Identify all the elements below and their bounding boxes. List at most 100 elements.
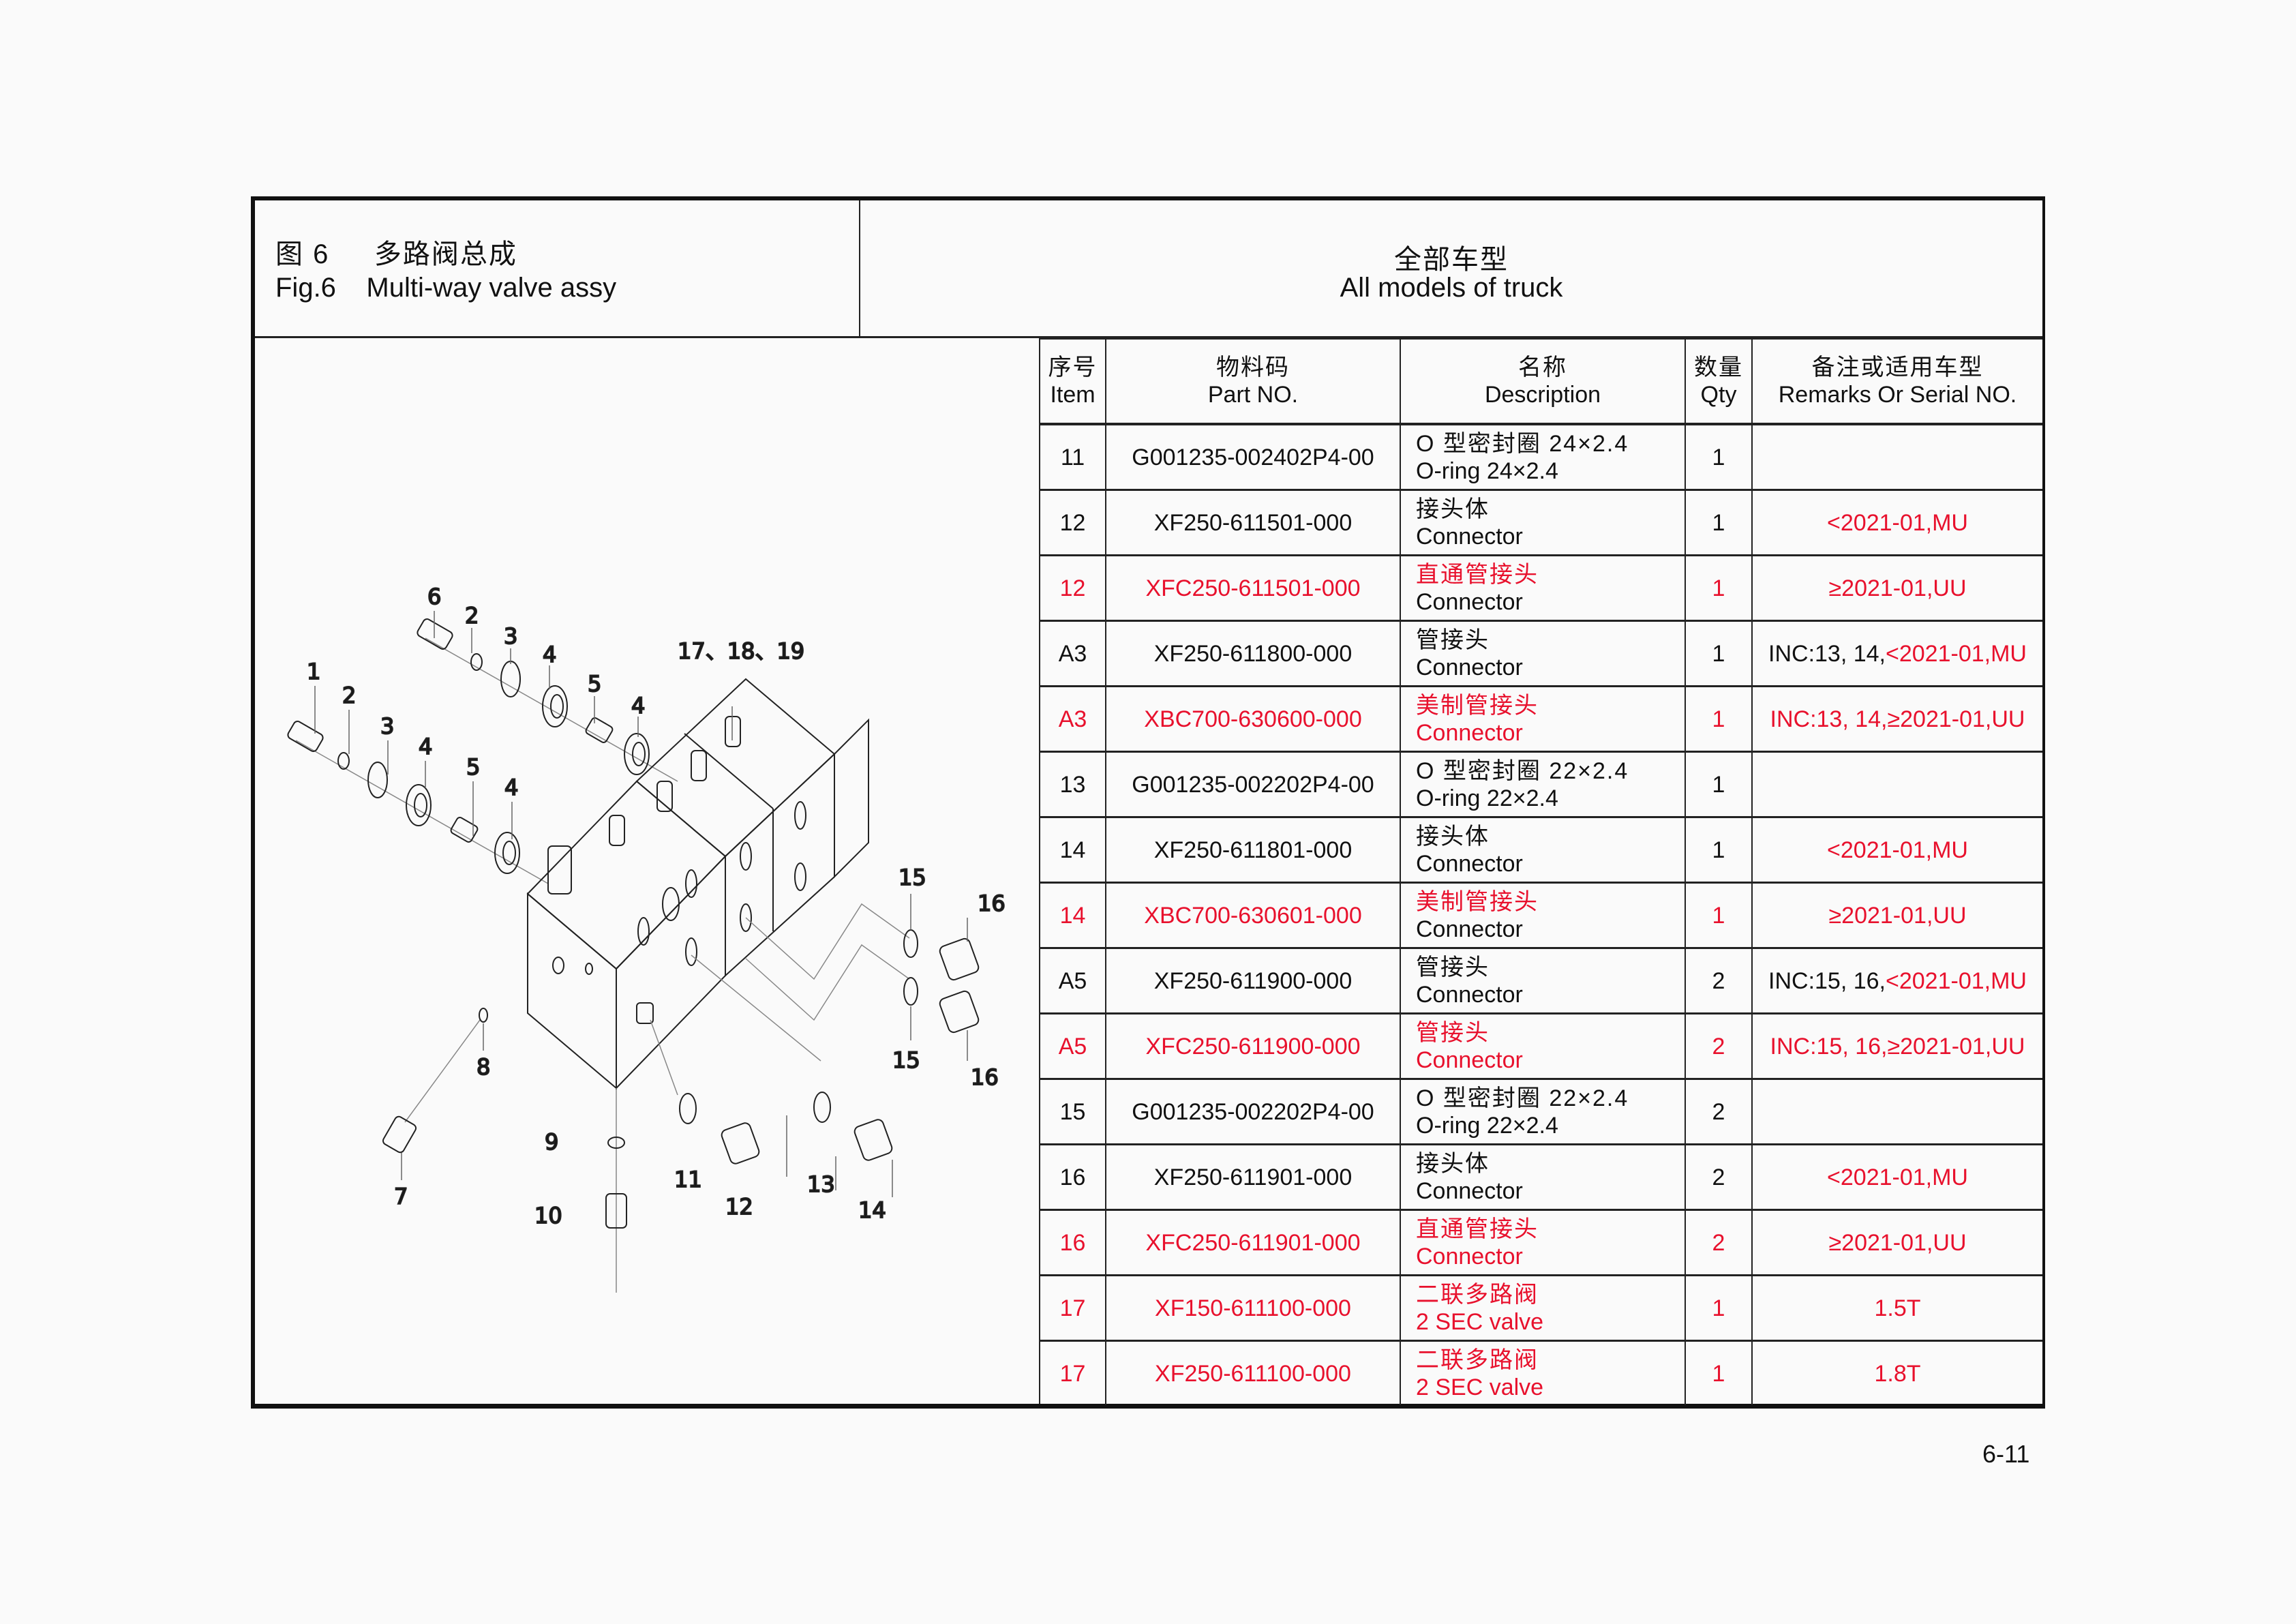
svg-text:2: 2	[465, 603, 479, 629]
svg-text:1: 1	[307, 659, 320, 685]
cell-part-no: XFC250-611501-000	[1105, 554, 1401, 622]
cell-item: A3	[1040, 620, 1106, 687]
cell-item: 14	[1040, 816, 1106, 884]
cell-item: 12	[1040, 489, 1106, 556]
cell-item: 14	[1040, 882, 1106, 949]
cell-qty: 2	[1685, 1209, 1753, 1276]
figure-title-block: 图 6 多路阀总成 Fig.6 Multi-way valve assy	[255, 200, 860, 338]
cell-part-no: XFC250-611900-000	[1105, 1012, 1401, 1080]
cell-part-no: XF250-611100-000	[1105, 1340, 1401, 1405]
callout-labels: 1 2 3 4 5 4 6 2 3 4 5 4 17、18、19 7 8 9 1…	[306, 583, 1006, 1229]
cell-part-no: G001235-002402P4-00	[1105, 423, 1401, 491]
remarks-red: 1.5T	[1874, 1295, 1921, 1321]
cell-remarks: INC:13, 14,≥2021-01,UU	[1751, 685, 2042, 753]
description-cn: 二联多路阀	[1416, 1281, 1539, 1308]
cell-item: A5	[1040, 947, 1106, 1014]
description-en: O-ring 24×2.4	[1416, 457, 1558, 484]
description-en: Connector	[1416, 523, 1523, 550]
lower-bolt-stack	[287, 721, 549, 884]
cell-item: A5	[1040, 1012, 1106, 1080]
remarks-red: ≥2021-01,UU	[1828, 902, 1967, 929]
description-en: Connector	[1416, 654, 1523, 680]
parts-page-frame: 图 6 多路阀总成 Fig.6 Multi-way valve assy 全部车…	[251, 196, 2045, 1409]
description-cn: 接头体	[1416, 823, 1490, 849]
description-cn: 二联多路阀	[1416, 1347, 1539, 1373]
remarks-red: <2021-01,MU	[1886, 967, 2027, 994]
svg-text:5: 5	[466, 754, 480, 780]
leader-lines	[314, 611, 968, 1197]
cell-qty: 1	[1685, 554, 1753, 622]
cell-remarks: <2021-01,MU	[1751, 1143, 2042, 1211]
cell-qty: 1	[1685, 489, 1753, 556]
cell-item: 11	[1040, 423, 1106, 491]
cell-remarks: 1.8T	[1751, 1340, 2042, 1405]
svg-text:5: 5	[588, 671, 601, 697]
remarks-red: <2021-01,MU	[1827, 1164, 1968, 1190]
svg-text:3: 3	[504, 623, 517, 649]
cell-part-no: XBC700-630601-000	[1105, 882, 1401, 949]
remarks-red: ≥2021-01,UU	[1828, 575, 1967, 601]
description-en: Connector	[1416, 916, 1523, 942]
remarks-black: INC:15, 16,	[1768, 967, 1886, 994]
description-cn: 直通管接头	[1416, 561, 1539, 588]
cell-part-no: XFC250-611901-000	[1105, 1209, 1401, 1276]
svg-text:14: 14	[858, 1197, 886, 1223]
description-cn: 直通管接头	[1416, 1216, 1539, 1242]
remarks-black: INC:13, 14,	[1768, 640, 1886, 667]
cell-remarks: <2021-01,MU	[1751, 816, 2042, 884]
cell-remarks: 1.5T	[1751, 1274, 2042, 1342]
cell-qty: 1	[1685, 620, 1753, 687]
svg-text:4: 4	[543, 642, 556, 667]
cell-part-no: XF250-611501-000	[1105, 489, 1401, 556]
description-cn: 管接头	[1416, 1019, 1490, 1046]
svg-text:12: 12	[725, 1194, 753, 1220]
applicability-cn: 全部车型	[1394, 245, 1509, 275]
cell-qty: 2	[1685, 947, 1753, 1014]
svg-text:13: 13	[807, 1171, 835, 1197]
cell-remarks	[1751, 751, 2042, 818]
page-number: 6-11	[1982, 1440, 2030, 1468]
description-en: 2 SEC valve	[1416, 1374, 1544, 1400]
cell-part-no: XF150-611100-000	[1105, 1274, 1401, 1342]
cell-part-no: XF250-611900-000	[1105, 947, 1401, 1014]
cell-remarks: <2021-01,MU	[1751, 489, 2042, 556]
cell-qty: 2	[1685, 1143, 1753, 1211]
cell-part-no: XF250-611801-000	[1105, 816, 1401, 884]
description-cn: O 型密封圈 22×2.4	[1416, 757, 1629, 784]
cell-remarks: INC:13, 14,<2021-01,MU	[1751, 620, 2042, 687]
cell-qty: 2	[1685, 1012, 1753, 1080]
svg-text:7: 7	[394, 1184, 408, 1209]
cell-qty: 1	[1685, 1274, 1753, 1342]
cell-item: A3	[1040, 685, 1106, 753]
svg-text:11: 11	[674, 1167, 702, 1192]
description-en: Connector	[1416, 981, 1523, 1008]
description-cn: 美制管接头	[1416, 888, 1539, 915]
svg-text:10: 10	[534, 1203, 562, 1229]
svg-text:4: 4	[504, 775, 518, 800]
